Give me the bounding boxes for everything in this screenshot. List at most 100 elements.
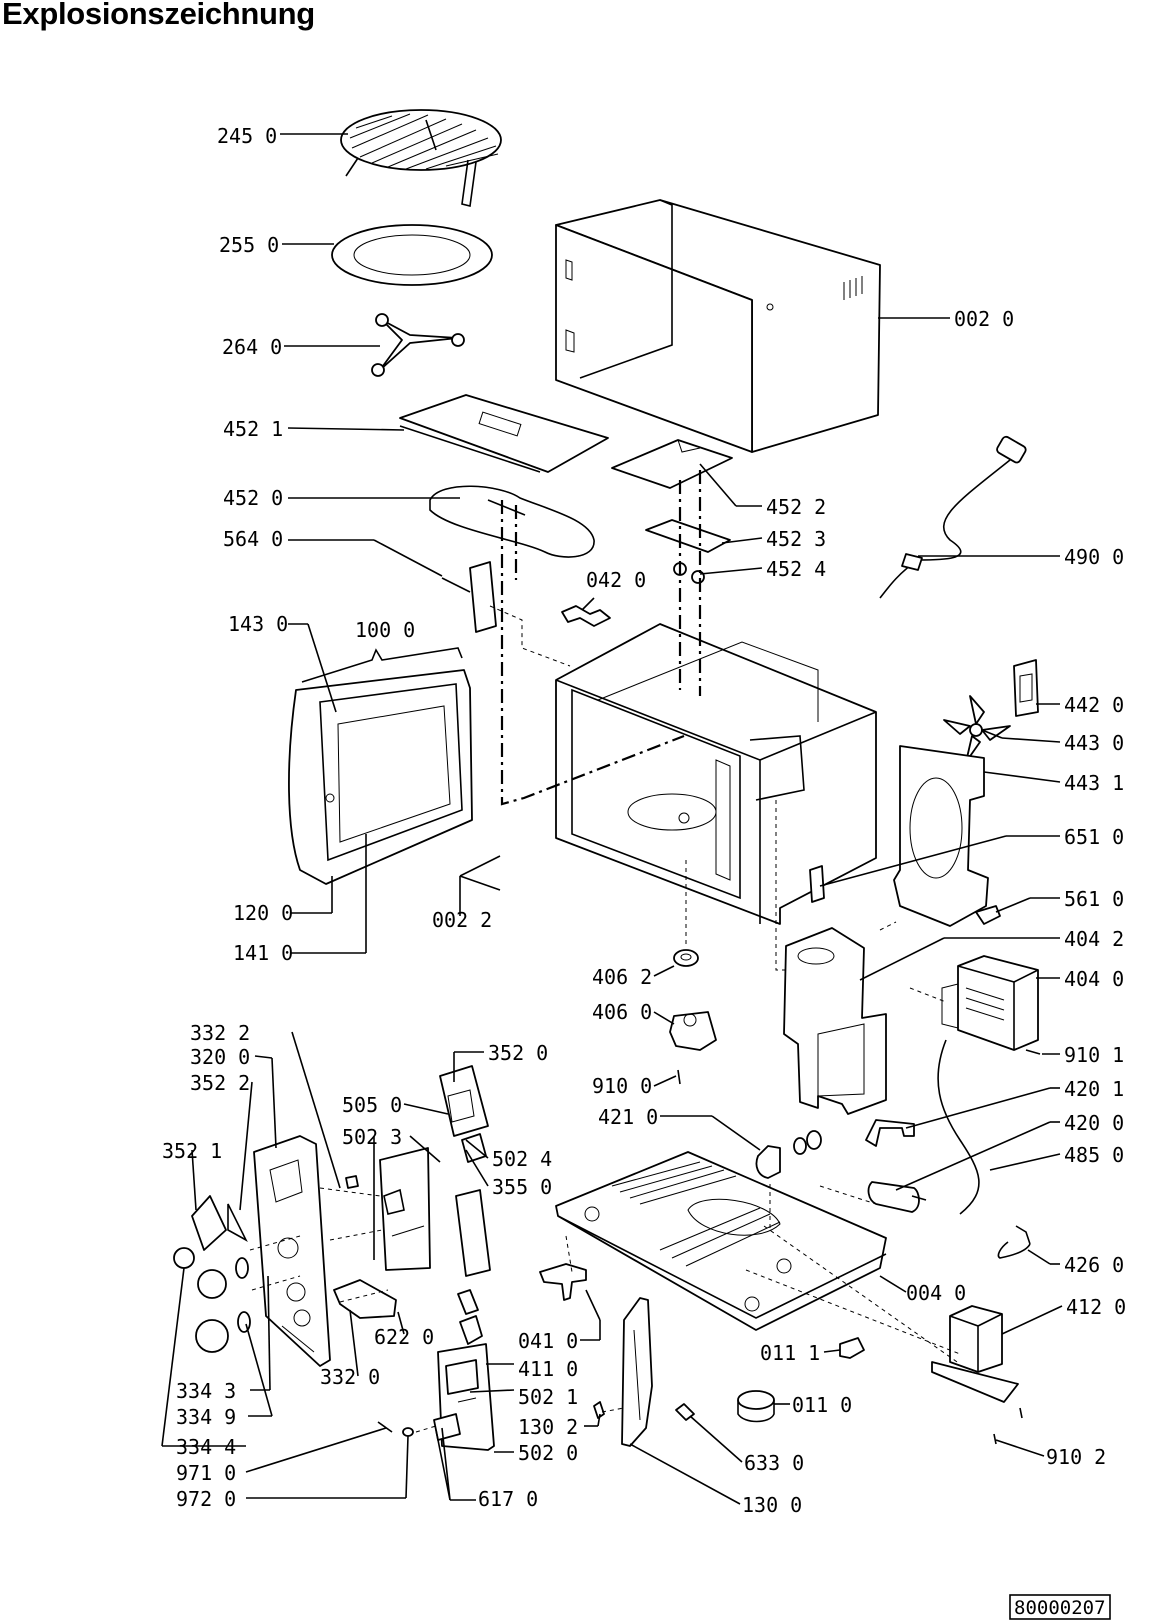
clip-130-2-part — [593, 1401, 605, 1419]
top-shield-part — [399, 394, 609, 473]
label-352-1: 352 1 — [162, 1139, 222, 1163]
label-130-0: 130 0 — [742, 1493, 802, 1517]
label-505-0: 505 0 — [342, 1093, 402, 1117]
label-452-3: 452 3 — [766, 527, 826, 551]
capacitor-clip-part — [865, 1119, 915, 1147]
label-426-0: 426 0 — [1064, 1253, 1124, 1277]
foot-part — [737, 1390, 775, 1423]
label-490-0: 490 0 — [1064, 545, 1124, 569]
grill-rack-part — [340, 109, 502, 207]
door-part — [288, 647, 473, 885]
label-502-1: 502 1 — [518, 1385, 578, 1409]
label-910-1: 910 1 — [1064, 1043, 1124, 1067]
spring-352-2-part — [227, 1203, 248, 1242]
glass-plate-part — [331, 224, 493, 286]
label-442-0: 442 0 — [1064, 693, 1124, 717]
connector-332-2-part — [345, 1175, 359, 1189]
label-130-2: 130 2 — [518, 1415, 578, 1439]
label-502-0: 502 0 — [518, 1441, 578, 1465]
label-334-3: 334 3 — [176, 1379, 236, 1403]
pcb-352-0-part — [439, 1065, 489, 1137]
switch-622-0-part — [333, 1279, 397, 1319]
foot-clip-part — [839, 1337, 865, 1359]
label-420-1: 420 1 — [1064, 1077, 1124, 1101]
label-334-9: 334 9 — [176, 1405, 236, 1429]
label-320-0: 320 0 — [190, 1045, 250, 1069]
label-002-2: 002 2 — [432, 908, 492, 932]
mains-cable-part — [879, 435, 1027, 599]
label-910-2: 910 2 — [1046, 1445, 1106, 1469]
arrow-part — [457, 1289, 483, 1345]
label-120-0: 120 0 — [233, 901, 293, 925]
cavity-part — [555, 623, 877, 1030]
knob-334-4-part — [173, 1247, 195, 1269]
label-502-4: 502 4 — [492, 1147, 552, 1171]
outer-case-part — [555, 199, 881, 453]
label-042-0: 042 0 — [586, 568, 646, 592]
label-334-4: 334 4 — [176, 1435, 236, 1459]
label-041-0: 041 0 — [518, 1329, 578, 1353]
label-452-0: 452 0 — [223, 486, 283, 510]
label-617-0: 617 0 — [478, 1487, 538, 1511]
label-332-0: 332 0 — [320, 1365, 380, 1389]
label-420-0: 420 0 — [1064, 1111, 1124, 1135]
transformer-part — [937, 955, 1039, 1215]
label-404-2: 404 2 — [1064, 927, 1124, 951]
label-633-0: 633 0 — [744, 1451, 804, 1475]
label-406-2: 406 2 — [592, 965, 652, 989]
label-412-0: 412 0 — [1066, 1295, 1126, 1319]
label-971-0: 971 0 — [176, 1461, 236, 1485]
label-404-0: 404 0 — [1064, 967, 1124, 991]
label-443-1: 443 1 — [1064, 771, 1124, 795]
mica-cover-part — [611, 439, 733, 489]
fuse-holder-part — [975, 905, 1001, 925]
pcb-355-0-part — [455, 1189, 491, 1277]
clip-part — [561, 605, 611, 627]
label-411-0: 411 0 — [518, 1357, 578, 1381]
label-485-0: 485 0 — [1064, 1143, 1124, 1167]
label-910-0: 910 0 — [592, 1074, 652, 1098]
label-502-3: 502 3 — [342, 1125, 402, 1149]
switch-502-4-part — [461, 1133, 487, 1163]
doc-number: 80000207 — [1014, 1597, 1106, 1619]
label-264-0: 264 0 — [222, 335, 282, 359]
label-421-0: 421 0 — [598, 1105, 658, 1129]
label-011-1: 011 1 — [760, 1341, 820, 1365]
base-plate-part — [555, 1151, 887, 1331]
capacitor-part — [867, 1181, 927, 1213]
waveguide-part — [783, 927, 887, 1115]
label-141-0: 141 0 — [233, 941, 293, 965]
leader-lines — [161, 133, 1063, 1505]
roller-support-part — [371, 313, 465, 377]
assembly-lines — [249, 470, 961, 1433]
hv-transformer-part — [931, 1305, 1019, 1403]
button-352-1-part — [191, 1195, 227, 1251]
label-002-0: 002 0 — [954, 307, 1014, 331]
label-443-0: 443 0 — [1064, 731, 1124, 755]
label-332-2: 332 2 — [190, 1021, 250, 1045]
label-406-0: 406 0 — [592, 1000, 652, 1024]
knob-334-3-part — [197, 1257, 249, 1299]
page-title: Explosionszeichnung — [2, 0, 315, 31]
lamp-part — [755, 1130, 822, 1179]
fan-blade-part — [943, 695, 1011, 763]
fan-motor-part — [1013, 659, 1039, 717]
label-143-0: 143 0 — [228, 612, 288, 636]
label-355-0: 355 0 — [492, 1175, 552, 1199]
screw-971-0-part — [377, 1421, 393, 1433]
washer-972-0-part — [402, 1427, 414, 1437]
label-100-0: 100 0 — [355, 618, 415, 642]
turntable-motor-part — [669, 1011, 717, 1051]
fan-housing-part — [893, 745, 989, 927]
label-452-2: 452 2 — [766, 495, 826, 519]
label-452-1: 452 1 — [223, 417, 283, 441]
label-564-0: 564 0 — [223, 527, 283, 551]
label-452-4: 452 4 — [766, 557, 826, 581]
knob-334-9-part — [195, 1311, 251, 1353]
thermostat-bracket-part — [441, 561, 497, 633]
diode-part — [997, 1225, 1031, 1259]
screw-910-1-part — [1025, 1049, 1041, 1055]
label-561-0: 561 0 — [1064, 887, 1124, 911]
label-352-2: 352 2 — [190, 1071, 250, 1095]
